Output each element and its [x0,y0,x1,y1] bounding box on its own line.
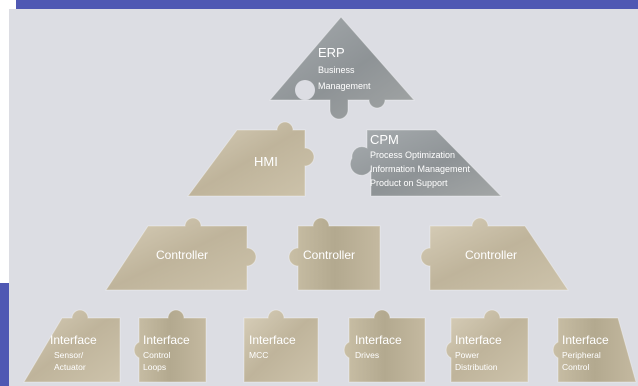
erp-socket [295,80,315,100]
interface-piece-4: Interface Drives [343,309,426,383]
interface-5-shape [445,309,529,383]
hmi-piece: HMI [187,121,315,197]
interface-1-line2: Actuator [54,362,86,372]
interface-6-shape [552,317,637,383]
interface-3-line1: MCC [249,350,268,360]
controller-piece-3: Controller [420,217,569,291]
controller-2-shape [288,217,381,291]
cpm-line2: Information Management [370,164,471,174]
interface-4-shape [343,309,426,383]
hmi-puzzle-shape [187,121,315,197]
interface-5-line1: Power [455,350,479,360]
controller-1-label: Controller [156,248,208,262]
cpm-piece: CPM Process Optimization Information Man… [349,129,503,197]
interface-piece-5: Interface Power Distribution [445,309,529,383]
interface-3-shape [243,309,319,383]
interface-5-title: Interface [455,333,502,347]
cpm-line3: Product on Support [370,178,448,188]
interface-1-title: Interface [50,333,97,347]
interface-1-shape [23,309,121,383]
hmi-title: HMI [254,154,278,169]
interface-2-line1: Control [143,350,171,360]
interface-1-line1: Sensor/ [54,350,84,360]
cpm-line1: Process Optimization [370,150,455,160]
erp-title: ERP [318,45,345,60]
interface-piece-2: Interface Control Loops [133,309,207,383]
interface-2-title: Interface [143,333,190,347]
cpm-title: CPM [370,132,399,147]
erp-line2: Management [318,81,371,91]
controller-piece-1: Controller [105,217,257,291]
interface-3-title: Interface [249,333,296,347]
controller-2-label: Controller [303,248,355,262]
interface-2-shape [133,309,207,383]
interface-5-line2: Distribution [455,362,498,372]
erp-piece: ERP Business Management [268,16,416,120]
interface-4-title: Interface [355,333,402,347]
controller-3-label: Controller [465,248,517,262]
interface-4-line1: Drives [355,350,379,360]
interface-2-line2: Loops [143,362,166,372]
interface-6-line2: Control [562,362,590,372]
interface-6-line1: Peripheral [562,350,601,360]
erp-line1: Business [318,65,355,75]
interface-piece-1: Interface Sensor/ Actuator [23,309,121,383]
controller-piece-2: Controller [288,217,381,291]
cpm-puzzle-shape [349,129,503,197]
interface-6-title: Interface [562,333,609,347]
interface-piece-3: Interface MCC [243,309,319,383]
controller-3-shape [420,217,569,291]
interface-piece-6: Interface Peripheral Control [552,317,637,383]
controller-1-shape [105,217,257,291]
